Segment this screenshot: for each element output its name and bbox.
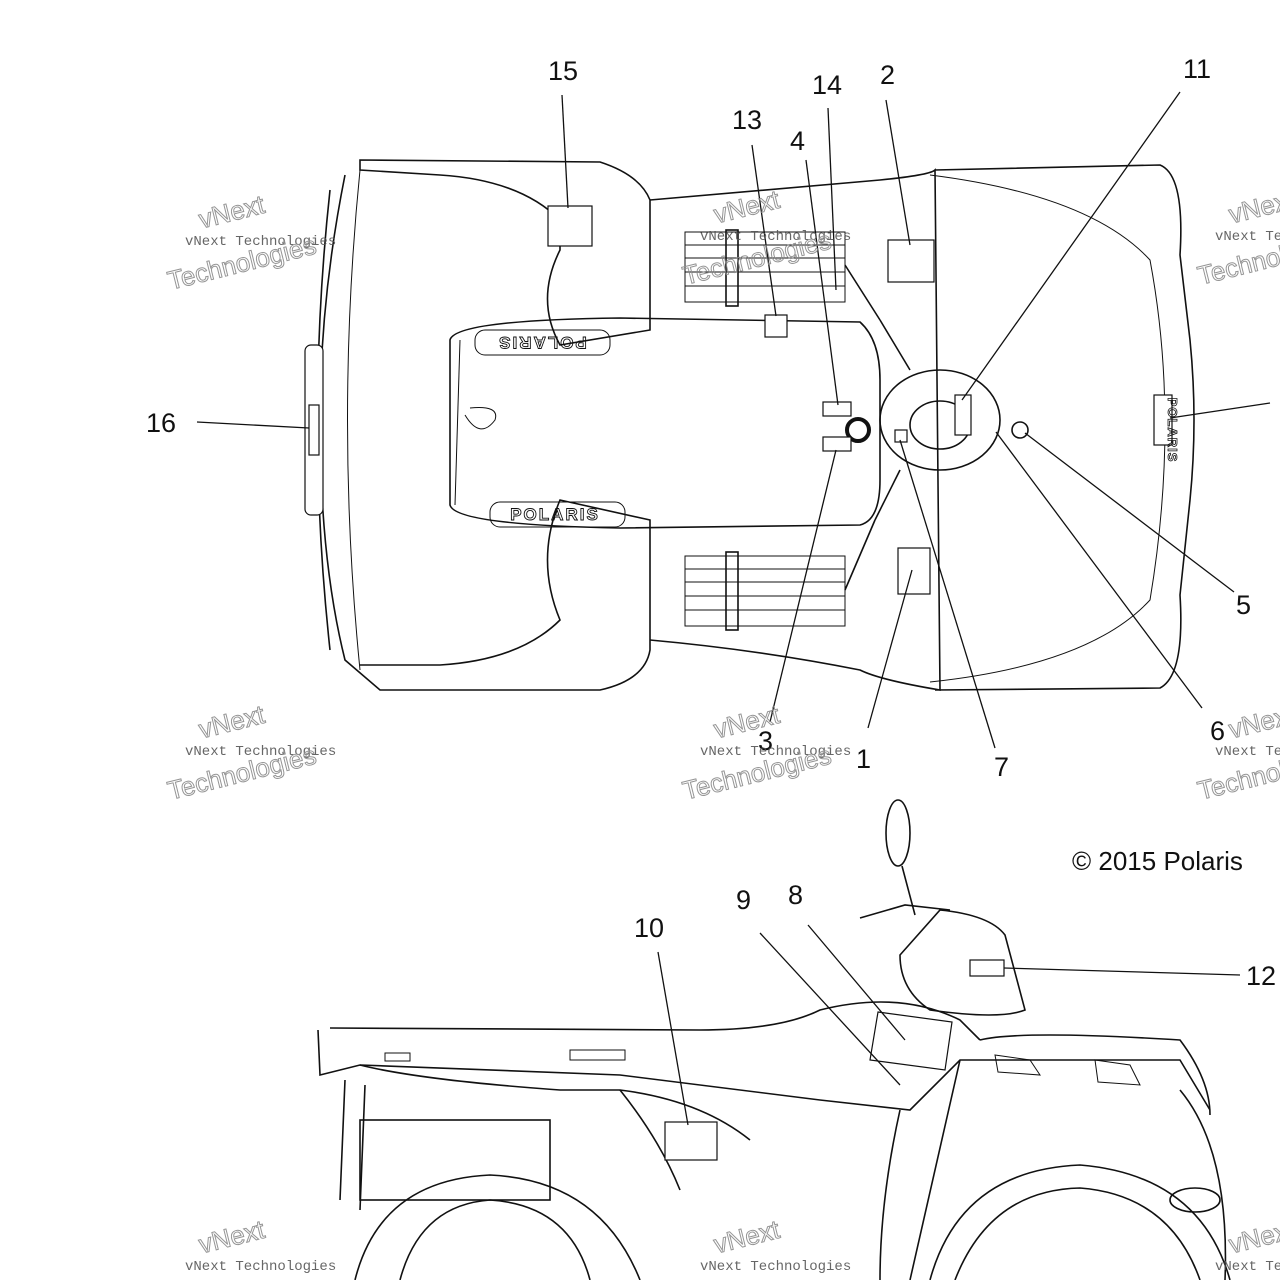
- callout-8: 8: [788, 880, 803, 910]
- callout-12: 12: [1246, 961, 1276, 991]
- callout-13: 13: [732, 105, 762, 135]
- watermark-text: vNext Technologies: [1215, 229, 1280, 245]
- callout-labels: 15 14 2 11 13 4 16 5 6 3 1 7 9 8 10 12: [146, 54, 1276, 991]
- callout-14: 14: [812, 70, 842, 100]
- callout-5: 5: [1236, 590, 1251, 620]
- callout-10: 10: [634, 913, 664, 943]
- leader-lines: [196, 91, 1271, 1126]
- watermark-text: vNext Technologies: [185, 1259, 336, 1275]
- watermark-brand: vNext: [196, 699, 268, 744]
- watermark-text: vNext Technologies: [700, 1259, 851, 1275]
- atv-top-view: [304, 159, 1195, 691]
- watermark-text: vNext Technologies: [1215, 744, 1280, 760]
- callout-15: 15: [548, 56, 578, 86]
- hood-logo: POLARIS: [1165, 398, 1180, 463]
- watermark-text: vNext Technologies: [700, 744, 851, 760]
- callout-16: 16: [146, 408, 176, 438]
- watermark-brand: vNext: [1226, 1214, 1280, 1259]
- brand-marks: POLARIS POLARIS POLARIS: [497, 333, 1181, 525]
- footrest-top: [684, 229, 846, 307]
- watermark-text: vNext Technologies: [1215, 1259, 1280, 1275]
- callout-6: 6: [1210, 716, 1225, 746]
- watermark-brand: vNext: [711, 1214, 783, 1259]
- callout-11: 11: [1183, 54, 1211, 84]
- watermark-text: vNext Technologies: [700, 229, 851, 245]
- footrest-bottom: [684, 551, 846, 631]
- watermark-text: vNext Technologies: [185, 744, 336, 760]
- watermark-brand: vNext: [196, 1214, 268, 1259]
- callout-2: 2: [880, 60, 895, 90]
- atv-side-view: [317, 799, 1231, 1281]
- callout-1: 1: [856, 744, 871, 774]
- watermark-brand: vNext: [196, 189, 268, 234]
- callout-7: 7: [994, 752, 1009, 782]
- copyright-notice: © 2015 Polaris: [1072, 846, 1243, 876]
- seat-logo-top: POLARIS: [497, 333, 587, 352]
- seat-logo-bottom: POLARIS: [510, 505, 600, 524]
- callout-9: 9: [736, 885, 751, 915]
- callout-4: 4: [790, 126, 805, 156]
- watermark-brand: vNext: [1226, 184, 1280, 229]
- watermark-text: vNext Technologies: [185, 234, 336, 250]
- watermark-brand: vNext: [1226, 699, 1280, 744]
- watermark-brand: vNext: [711, 184, 783, 229]
- watermarks: vNext vNext Technologies Technologies vN…: [164, 183, 1280, 1275]
- callout-3: 3: [758, 726, 773, 756]
